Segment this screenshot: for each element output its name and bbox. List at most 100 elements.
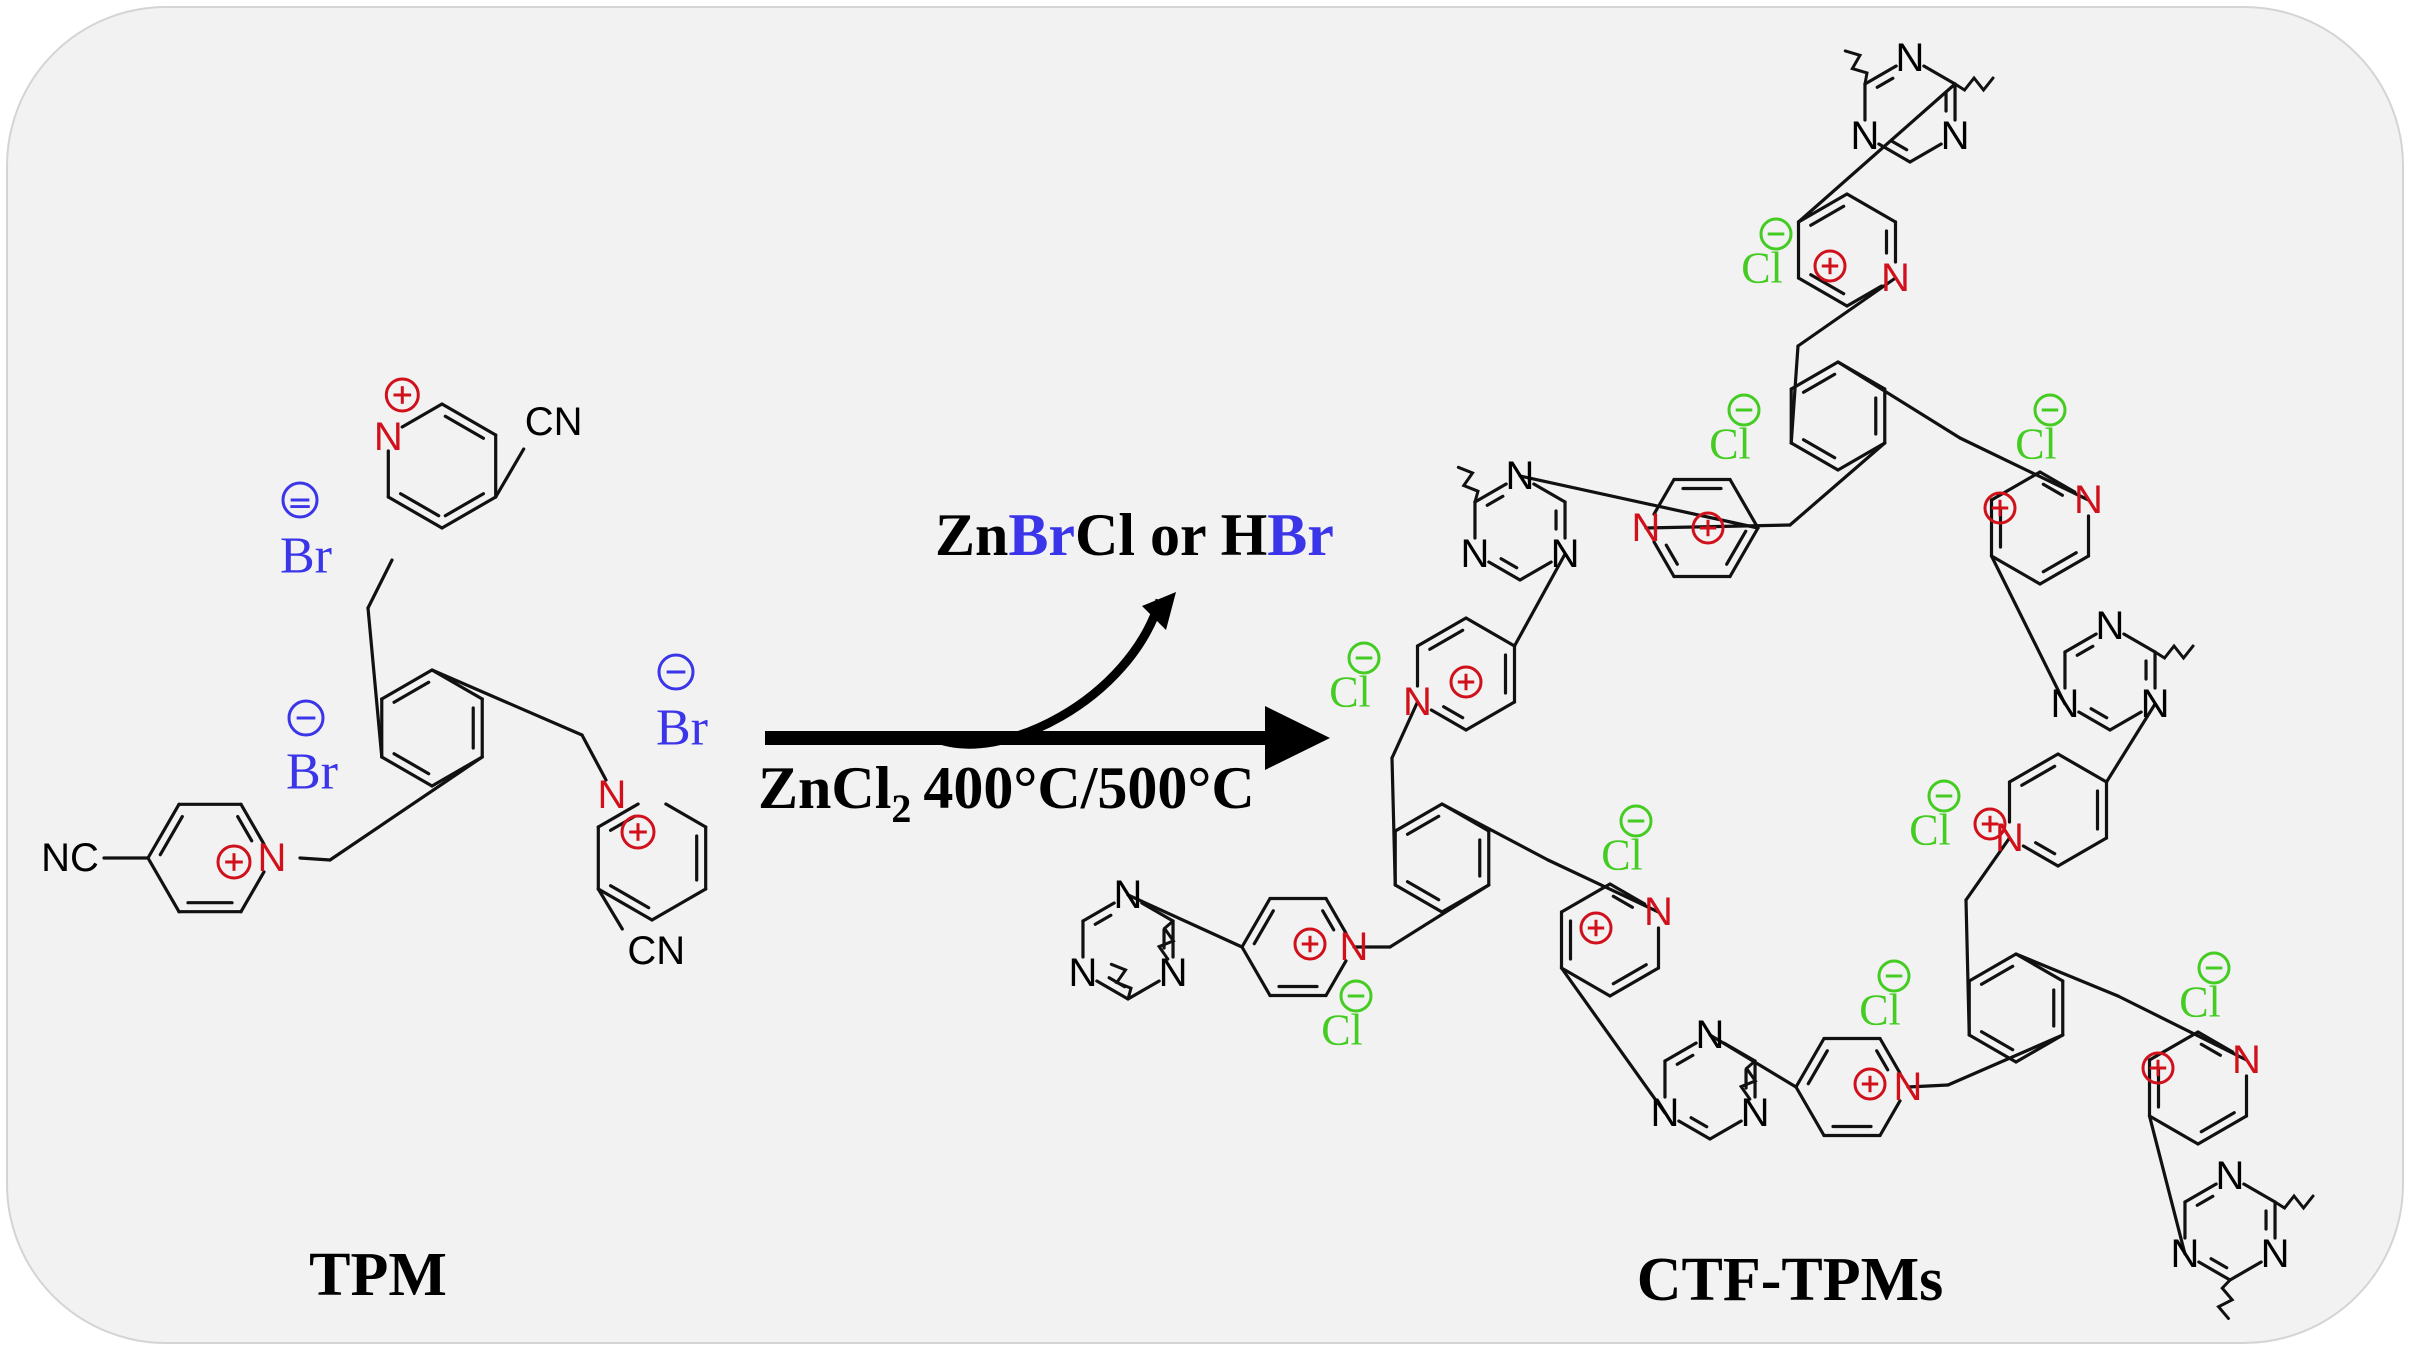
pyridinium-e-bond [1240,896,1272,949]
pyridinium-b-bond [1728,477,1760,530]
tpm-plus-right [620,814,656,850]
benzene-left-double-bond [1405,814,1441,836]
pyridinium-i-bond [2147,1030,2200,1062]
triazine-right-bond [2122,632,2157,654]
tpm-pyridinium-top-double-bond [443,492,485,518]
tpm-br-top: Br [280,528,332,585]
pyridinium-d-double-bond [1428,628,1465,651]
tpm-cn-bond-right [596,887,624,931]
tpm-pyridinium-right-bond [596,802,640,829]
pyridinium-a-double-bond [1809,204,1846,227]
pyridinium-d-bond [1429,708,1468,732]
pyridinium-a-bond [1796,192,1849,224]
triazine-bottom-double-bond [1689,1116,1709,1129]
triazine-top-double-bond [1889,139,1909,152]
triazine-left-n1: N [1159,951,1188,995]
bond-lines [102,49,2315,1320]
plus-a [1813,249,1847,283]
pyridinium-g-bond [2056,752,2109,784]
triazine-top-n1: N [1941,114,1970,158]
plus-b [1691,511,1725,545]
link-d-benzene [1390,756,1397,887]
pyridinium-b-bond [1652,477,1676,516]
tpm-br-minus-right [657,653,695,691]
tpm-pyridinium-left-bond [239,870,266,914]
byproduct-br: Br [1008,502,1075,568]
pyridinium-f-bond [1608,882,1647,906]
benzene-left-bond [1393,883,1444,914]
link-g-ch2 [1964,836,2012,902]
pyridinium-c-bond [1989,554,2042,586]
pyridinium-f-double-bond [1611,963,1648,986]
reaction-temperature: 400°C/500°C [923,755,1254,821]
link-c-triazine [1989,554,2067,706]
tpm-plus-left [216,844,252,880]
pyridinium-e-bond [1240,945,1272,998]
triazine-right-bond [2077,710,2112,732]
tpm-pyridinium-right-bond [650,887,708,922]
pyridinium-h-bond [1878,1099,1902,1138]
triazine-right-bond [2108,710,2143,732]
triazine-bottom-n1: N [1741,1091,1770,1135]
tpm-pyridinium-top-bond [386,495,444,530]
link-e-triazine [1126,893,1244,949]
link-d-ch2 [1390,700,1420,760]
pyridinium-e-bond [1324,896,1348,935]
link-c-ch2 [1958,436,2091,502]
benzene-right-double-bond [1979,1030,2015,1052]
link-i-triazine [2147,1114,2187,1256]
pyridinium-d-bond [1464,700,1517,732]
tpm-n-right: N [598,773,627,817]
triazine-left-double-bond [1093,913,1113,926]
product-label: CTF-TPMs [1637,1246,1944,1314]
benzene-top-bond [1789,441,1840,472]
link-i-ch2 [2116,994,2249,1062]
pyridinium-c-n: N [2074,478,2103,522]
triazine-bottom-double-bond [1675,1053,1695,1066]
plus-g [1973,807,2007,841]
link-i-benzene [2014,952,2120,998]
triazine-bottom-n2: N [1651,1091,1680,1135]
triazine-upper-left-n1: N [1551,532,1580,576]
triazine-upper-left-double-bond [1499,557,1519,570]
tpm-plus-top [384,377,420,413]
plus-h [1853,1067,1887,1101]
cl-b: Cl [1709,420,1751,469]
pyridinium-a-bond [1845,284,1884,308]
pyridinium-c-bond [1989,470,2042,502]
tpm-benzene-double-bond [392,752,431,776]
triazine-bottom-right-bond [2242,1182,2277,1204]
cl-g: Cl [1909,806,1951,855]
triazine-bottom-bond [1708,1119,1743,1141]
pyridinium-h-double-bond [1875,1049,1890,1072]
plus-d [1449,665,1483,699]
triazine-upper-left-bond [1518,560,1553,582]
pyridinium-i-bond [2147,1114,2200,1146]
link-b-ch2 [1644,523,1792,530]
benzene-top-bond [1789,360,1840,391]
pyridinium-c-bond [2038,554,2091,586]
link-a-triazine [1796,82,1957,224]
wavy-end-6 [1738,1059,1758,1101]
triazine-right-double-bond [2075,644,2095,657]
wavy-end-2 [1456,465,1480,504]
tpm-pyridinium-left-bond [146,802,181,860]
tpm-benzene-double-bond [392,680,431,704]
wavy-end-0 [1843,49,1869,86]
triazine-upper-left-bond [1487,560,1522,582]
pyridinium-h-double-bond [1806,1049,1829,1086]
pyridinium-e-double-bond [1252,909,1275,946]
pyridinium-h-n: N [1894,1065,1923,1109]
link-g-benzene [1964,898,1971,1037]
pyridinium-a-double-bond [1809,273,1846,296]
plus-e [1293,927,1327,961]
tpm-br-minus-left [287,699,325,737]
triazine-bottom-right-n1: N [2261,1232,2290,1276]
cl-d-minus [1347,641,1381,675]
link-c-benzene [1836,360,1962,440]
tpm-cn-top: CN [525,400,583,444]
tpm-pyridinium-right-double-bond [609,884,651,910]
pyridinium-f-bond [1608,966,1661,998]
pyridinium-g-double-bond [2020,764,2057,787]
